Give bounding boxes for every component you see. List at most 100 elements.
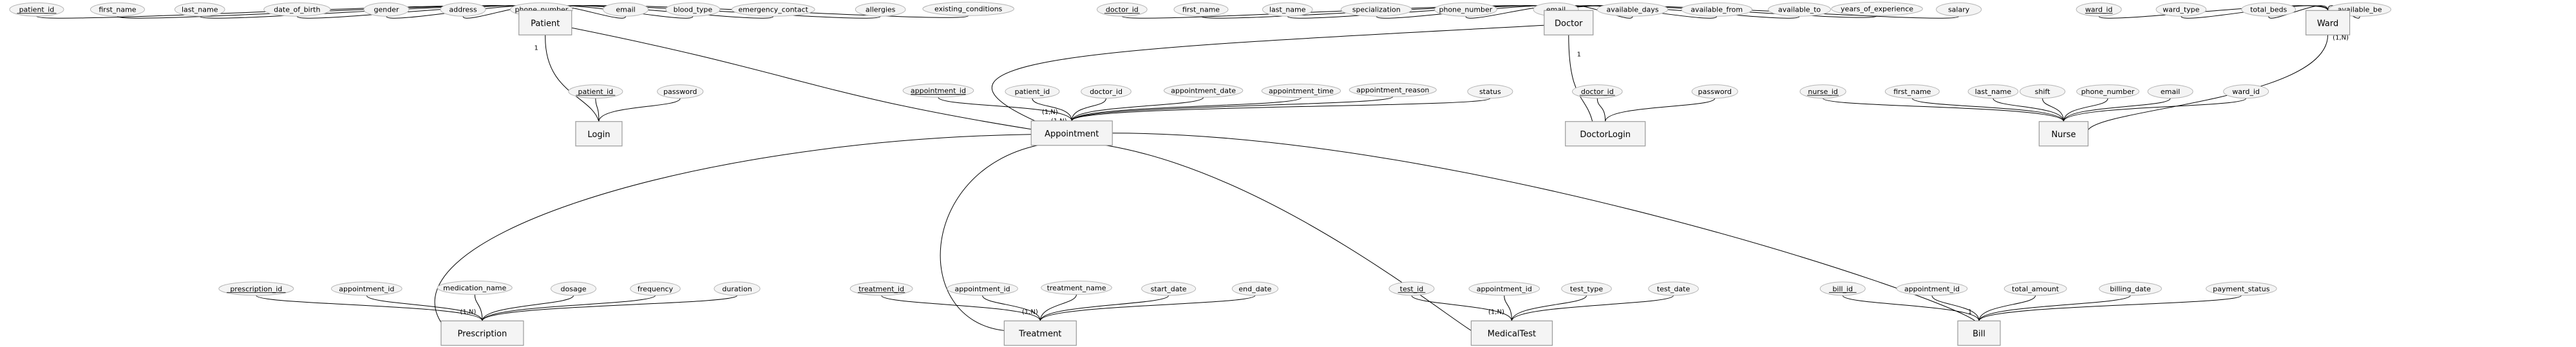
entity-medicaltest[interactable]: MedicalTest	[1470, 320, 1553, 346]
attribute-treatment-treatment-id: treatment_id	[849, 281, 913, 296]
attribute-label: available_to	[1778, 6, 1821, 14]
attribute-label: end_date	[1238, 285, 1271, 293]
attribute-nurse-email: email	[2147, 84, 2193, 99]
entity-patient[interactable]: Patient	[518, 10, 573, 35]
attribute-bill-total-amount: total_amount	[2003, 281, 2067, 296]
attribute-login-patient-id: patient_id	[568, 84, 623, 99]
attribute-doctor-available-from: available_from	[1681, 2, 1752, 17]
attribute-patient-first-name: first_name	[90, 2, 145, 17]
attr-line-bill-payment-status	[1978, 295, 2242, 321]
attr-line-nurse-phone-number	[2063, 98, 2108, 122]
entity-bill[interactable]: Bill	[1957, 320, 2001, 346]
attribute-shape	[2076, 84, 2139, 99]
entity-doctorlogin[interactable]: DoctorLogin	[1565, 121, 1646, 147]
attr-line-doctor-salary	[1568, 5, 1960, 19]
attribute-label: appointment_id	[339, 285, 394, 293]
attribute-appointment-doctor-id: doctor_id	[1081, 84, 1132, 99]
attribute-label: blood_type	[674, 6, 713, 14]
attr-line-doctorlogin-password	[1605, 98, 1716, 122]
attribute-medicaltest-appointment-id: appointment_id	[1468, 281, 1540, 296]
entity-prescription[interactable]: Prescription	[440, 320, 524, 346]
attr-line-prescription-appointment-id	[366, 295, 483, 321]
attribute-bill-billing-date: billing_date	[2099, 281, 2162, 296]
entity-label: Treatment	[1018, 329, 1061, 339]
attribute-shape	[1349, 82, 1437, 97]
attribute-patient-blood-type: blood_type	[665, 2, 721, 17]
attribute-patient-email: email	[603, 2, 649, 17]
attribute-label: status	[1479, 88, 1501, 96]
attribute-prescription-dosage: dosage	[551, 281, 597, 296]
attribute-prescription-appointment-id: appointment_id	[331, 281, 402, 296]
attribute-label: last_name	[182, 6, 218, 14]
attribute-doctor-available-to: available_to	[1768, 2, 1832, 17]
attribute-shape	[1340, 2, 1412, 17]
attr-line-nurse-shift	[2042, 98, 2064, 122]
entity-nurse[interactable]: Nurse	[2038, 121, 2088, 147]
attribute-doctor-salary: salary	[1936, 2, 1982, 17]
entity-doctor[interactable]: Doctor	[1544, 10, 1594, 35]
attribute-label: available_days	[1606, 6, 1658, 14]
entity-login[interactable]: Login	[575, 121, 623, 147]
attribute-doctor-doctor-id: doctor_id	[1097, 2, 1148, 17]
attribute-label: appointment_id	[955, 285, 1010, 293]
entity-appointment[interactable]: Appointment	[1030, 120, 1113, 146]
attribute-label: patient_id	[19, 6, 55, 14]
attribute-medicaltest-test-date: test_date	[1648, 281, 1699, 296]
attribute-label: doctor_id	[1090, 88, 1122, 96]
attr-line-bill-billing-date	[1978, 295, 2131, 321]
entity-ward[interactable]: Ward	[2305, 10, 2351, 35]
attr-line-nurse-last-name	[1993, 98, 2064, 122]
entity-label: Ward	[2317, 19, 2338, 28]
attribute-shape	[922, 1, 1014, 16]
attribute-label: first_name	[99, 6, 136, 14]
entity-label: DoctorLogin	[1580, 130, 1631, 140]
attribute-ward-ward-type: ward_type	[2155, 2, 2207, 17]
entity-box	[440, 320, 524, 346]
attribute-shape	[855, 2, 906, 17]
entity-treatment[interactable]: Treatment	[1003, 320, 1077, 346]
rel-line-ward-nurse	[2087, 35, 2329, 131]
attribute-shape	[1967, 84, 2019, 99]
attribute-shape	[1884, 84, 1940, 99]
entity-label: Bill	[1973, 329, 1985, 339]
attribute-label: payment_status	[2213, 285, 2270, 293]
attr-line-login-patient-id	[595, 98, 600, 122]
attribute-patient-last-name: last_name	[174, 2, 225, 17]
entity-box	[2038, 121, 2088, 147]
attr-line-appointment-status	[1071, 98, 1491, 122]
attr-line-treatment-start-date	[1039, 295, 1170, 321]
attribute-shape	[1596, 2, 1669, 17]
entity-box	[1957, 320, 2001, 346]
entity-label: Patient	[531, 19, 560, 28]
entity-label: Appointment	[1045, 129, 1099, 139]
attr-line-nurse-first-name	[1911, 98, 2064, 122]
attribute-appointment-appointment-date: appointment_date	[1163, 83, 1244, 98]
entity-box	[518, 10, 573, 35]
attr-line-appointment-patient-id	[1032, 98, 1072, 121]
attribute-shape	[1467, 84, 1513, 99]
attr-line-medicaltest-test-id	[1411, 295, 1512, 321]
attribute-ward-total-beds: total_beds	[2241, 2, 2297, 17]
attr-line-nurse-email	[2063, 98, 2171, 122]
attribute-patient-date-of-birth: date_of_birth	[263, 2, 331, 17]
attribute-appointment-status: status	[1467, 84, 1513, 99]
attribute-shape	[1768, 2, 1832, 17]
attribute-label: appointment_id	[911, 87, 966, 95]
attribute-shape	[90, 2, 145, 17]
attr-line-bill-bill-id	[1842, 295, 1980, 321]
attr-line-prescription-dosage	[482, 295, 574, 321]
attribute-bill-bill-id: bill_id	[1819, 281, 1866, 296]
entity-label: Prescription	[458, 329, 507, 339]
entity-box	[2305, 10, 2351, 35]
attribute-shape	[1819, 281, 1866, 296]
cardinality-doctor-doctorlogin: 1	[1577, 51, 1581, 58]
attribute-label: ward_id	[2085, 6, 2113, 14]
attribute-label: test_type	[1570, 285, 1603, 293]
entity-box	[1003, 320, 1077, 346]
attribute-label: appointment_reason	[1356, 86, 1429, 95]
entity-label: Doctor	[1555, 19, 1583, 28]
attribute-shape	[1231, 281, 1279, 296]
attribute-shape	[568, 84, 623, 99]
rel-line-appointment-prescription	[434, 134, 1032, 331]
attribute-bill-appointment-id: appointment_id	[1896, 281, 1968, 296]
